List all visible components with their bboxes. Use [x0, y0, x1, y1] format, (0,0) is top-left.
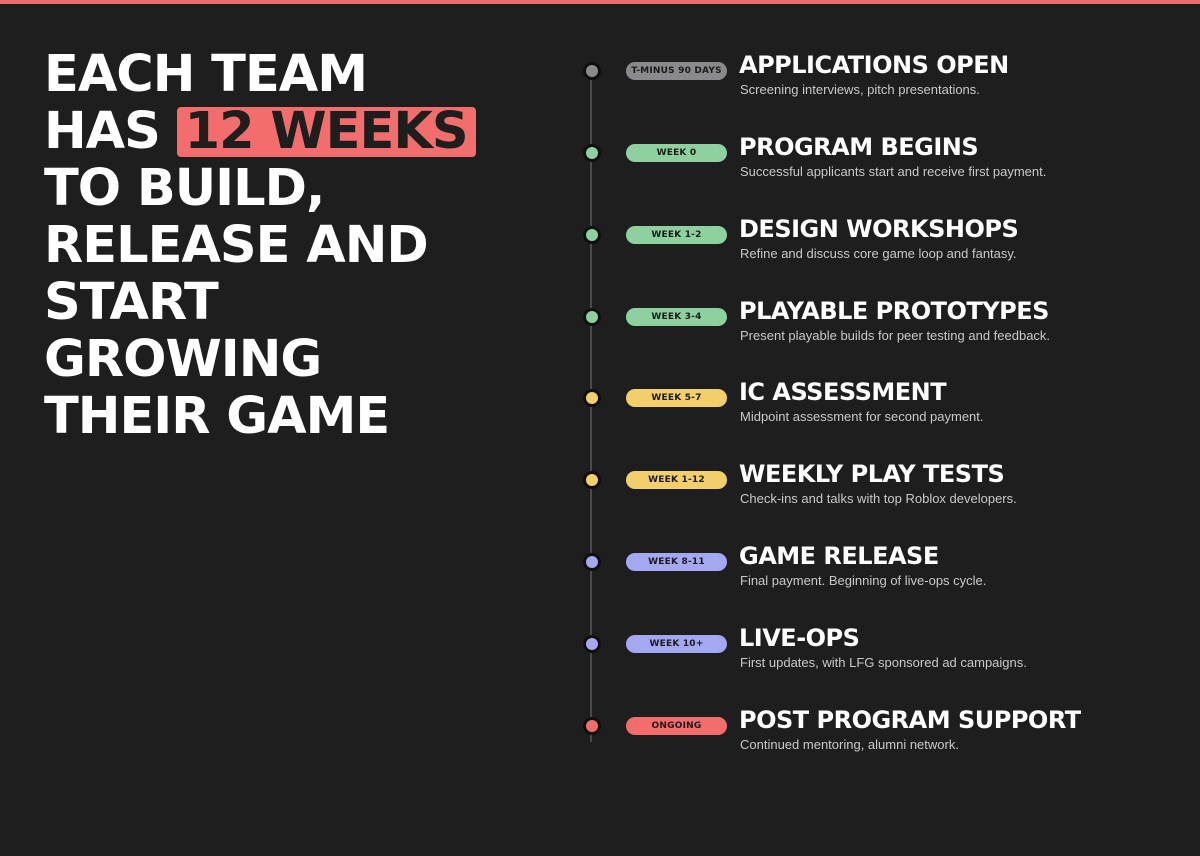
headline-line-1: EACH TEAM	[44, 45, 368, 104]
milestone-design-workshops: WEEK 1-2 DESIGN WORKSHOPS Refine and dis…	[575, 215, 1195, 280]
milestone-post-program-support: ONGOING POST PROGRAM SUPPORT Continued m…	[575, 706, 1195, 771]
milestone-description: Final payment. Beginning of live-ops cyc…	[740, 573, 987, 588]
milestone-badge: WEEK 3-4	[626, 308, 727, 326]
headline-highlight: 12 WEEKS	[176, 106, 476, 157]
milestone-badge: WEEK 5-7	[626, 389, 727, 407]
milestone-badge: T-MINUS 90 DAYS	[626, 62, 727, 80]
milestone-description: Check-ins and talks with top Roblox deve…	[740, 491, 1017, 506]
milestone-badge: WEEK 8-11	[626, 553, 727, 571]
milestone-dot	[583, 635, 601, 653]
milestone-title: DESIGN WORKSHOPS	[739, 215, 1019, 243]
milestone-badge: WEEK 10+	[626, 635, 727, 653]
milestone-badge: WEEK 0	[626, 144, 727, 162]
milestone-title: LIVE-OPS	[739, 624, 860, 652]
milestone-description: First updates, with LFG sponsored ad cam…	[740, 655, 1027, 670]
milestone-title: GAME RELEASE	[739, 542, 939, 570]
milestone-applications-open: T-MINUS 90 DAYS APPLICATIONS OPEN Screen…	[575, 51, 1195, 116]
milestone-title: PLAYABLE PROTOTYPES	[739, 297, 1049, 325]
headline-line-2: HAS 12 WEEKS	[44, 103, 514, 160]
milestone-weekly-play-tests: WEEK 1-12 WEEKLY PLAY TESTS Check-ins an…	[575, 460, 1195, 525]
milestone-description: Present playable builds for peer testing…	[740, 328, 1051, 343]
milestone-playable-prototypes: WEEK 3-4 PLAYABLE PROTOTYPES Present pla…	[575, 297, 1195, 362]
milestone-title: APPLICATIONS OPEN	[739, 51, 1009, 79]
headline-line-3: TO BUILD,	[44, 159, 325, 218]
milestone-ic-assessment: WEEK 5-7 IC ASSESSMENT Midpoint assessme…	[575, 378, 1195, 443]
milestone-badge: WEEK 1-12	[626, 471, 727, 489]
milestone-dot	[583, 389, 601, 407]
milestone-description: Refine and discuss core game loop and fa…	[740, 246, 1017, 261]
timeline: T-MINUS 90 DAYS APPLICATIONS OPEN Screen…	[575, 50, 1195, 752]
milestone-title: POST PROGRAM SUPPORT	[739, 706, 1081, 734]
milestone-program-begins: WEEK 0 PROGRAM BEGINS Successful applica…	[575, 133, 1195, 198]
milestone-dot	[583, 144, 601, 162]
milestone-dot	[583, 717, 601, 735]
milestone-dot	[583, 308, 601, 326]
milestone-badge: WEEK 1-2	[626, 226, 727, 244]
milestone-dot	[583, 226, 601, 244]
headline-line-5: START	[44, 273, 219, 332]
milestone-description: Screening interviews, pitch presentation…	[740, 82, 980, 97]
headline-line-7: THEIR GAME	[44, 387, 390, 446]
milestone-badge: ONGOING	[626, 717, 727, 735]
milestone-dot	[583, 471, 601, 489]
headline-line-4: RELEASE AND	[44, 216, 429, 275]
milestone-dot	[583, 62, 601, 80]
headline-line-6: GROWING	[44, 330, 322, 389]
milestone-dot	[583, 553, 601, 571]
milestone-description: Successful applicants start and receive …	[740, 164, 1047, 179]
top-accent-bar	[0, 0, 1200, 4]
milestone-description: Continued mentoring, alumni network.	[740, 737, 959, 752]
milestone-title: PROGRAM BEGINS	[739, 133, 979, 161]
milestone-game-release: WEEK 8-11 GAME RELEASE Final payment. Be…	[575, 542, 1195, 607]
milestone-title: WEEKLY PLAY TESTS	[739, 460, 1005, 488]
headline: EACH TEAM HAS 12 WEEKS TO BUILD, RELEASE…	[44, 46, 514, 445]
milestone-live-ops: WEEK 10+ LIVE-OPS First updates, with LF…	[575, 624, 1195, 689]
milestone-title: IC ASSESSMENT	[739, 378, 947, 406]
headline-line-2-prefix: HAS	[44, 102, 161, 161]
milestone-description: Midpoint assessment for second payment.	[740, 409, 984, 424]
